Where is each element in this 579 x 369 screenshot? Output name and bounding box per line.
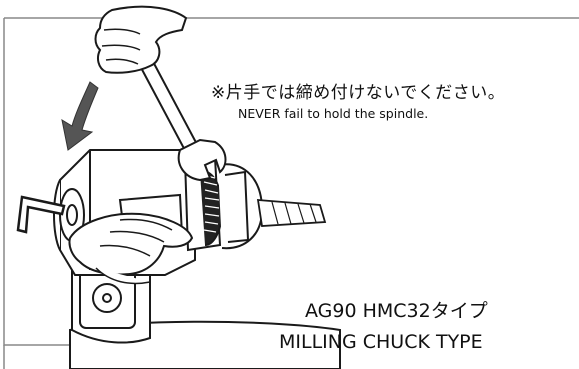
- caution-note-english: NEVER fail to hold the spindle.: [238, 106, 429, 121]
- chuck-collar: [183, 156, 264, 252]
- product-title-line2: MILLING CHUCK TYPE: [279, 331, 483, 353]
- product-title-line1: AG90 HMC32タイプ: [305, 300, 488, 322]
- spindle-base: [69, 262, 341, 369]
- lower-hand: [68, 212, 194, 285]
- hand-icon: [94, 5, 188, 74]
- end-mill-icon: [256, 199, 327, 227]
- arrow-down-icon: [61, 81, 99, 151]
- caution-note-japanese: ※片手では締め付けないでください。: [211, 83, 506, 103]
- hex-key-icon: [16, 195, 66, 234]
